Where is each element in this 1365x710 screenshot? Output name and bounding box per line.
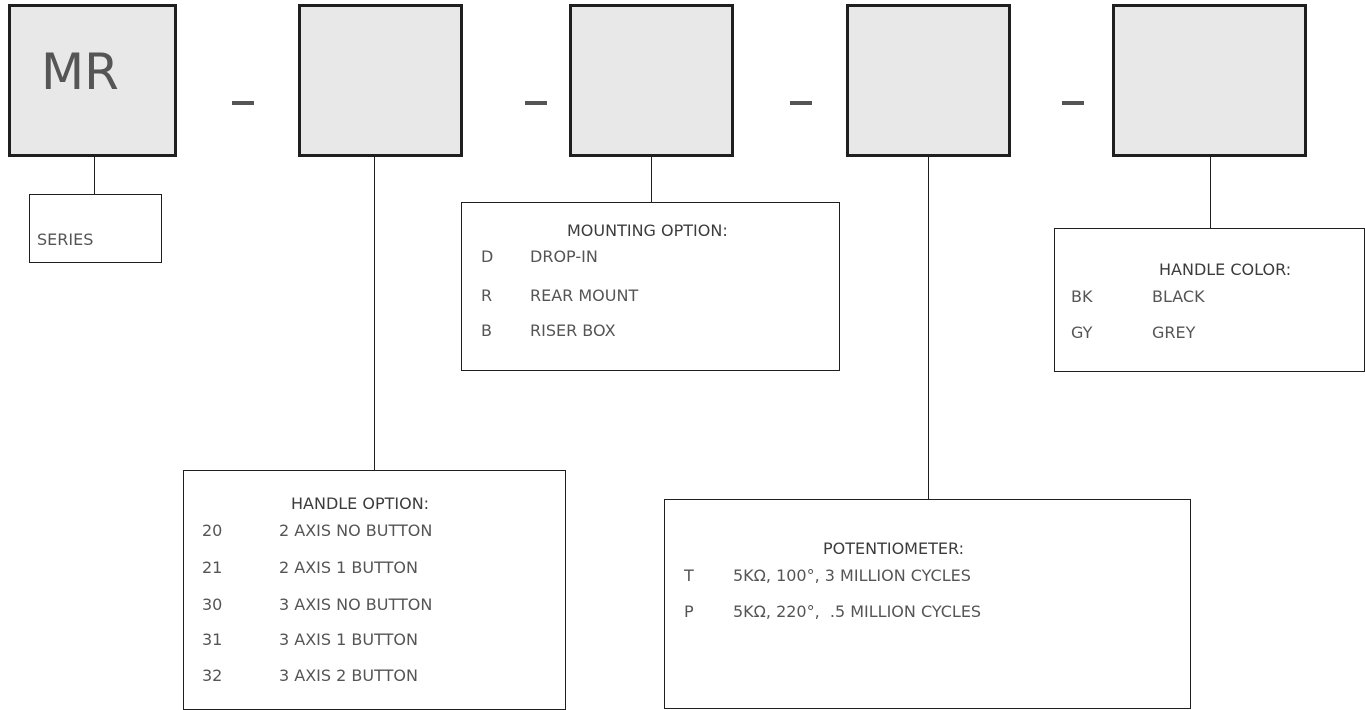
- code-box-potentiometer[interactable]: [846, 4, 1011, 157]
- handle-option-desc: 3 AXIS NO BUTTON: [279, 595, 433, 614]
- mounting-option-code: B: [481, 321, 492, 340]
- separator-dash-3: [790, 101, 812, 105]
- mounting-option-code: D: [481, 247, 494, 266]
- handle-color-desc: GREY: [1152, 323, 1196, 342]
- mounting-option-desc: REAR MOUNT: [530, 286, 639, 305]
- connector-handle-color: [1210, 157, 1211, 228]
- mounting-option-code: R: [481, 286, 493, 305]
- handle-option-desc: 2 AXIS NO BUTTON: [279, 521, 433, 540]
- handle-option-title: HANDLE OPTION:: [291, 494, 430, 513]
- series-prefix: MR: [41, 43, 119, 101]
- mounting-option-box: MOUNTING OPTION: D DROP-IN R REAR MOUNT …: [461, 202, 840, 371]
- handle-option-code: 31: [202, 630, 223, 649]
- series-box: SERIES: [29, 194, 162, 263]
- connector-mounting-option: [651, 157, 652, 202]
- potentiometer-code: T: [684, 566, 694, 585]
- separator-dash-1: [232, 101, 254, 105]
- connector-potentiometer: [928, 157, 929, 499]
- handle-color-desc: BLACK: [1152, 287, 1205, 306]
- code-box-handle-color[interactable]: [1112, 4, 1307, 157]
- handle-option-code: 21: [202, 558, 223, 577]
- handle-option-code: 32: [202, 666, 223, 685]
- handle-option-desc: 3 AXIS 1 BUTTON: [279, 630, 418, 649]
- handle-option-desc: 2 AXIS 1 BUTTON: [279, 558, 418, 577]
- code-box-series: MR: [8, 4, 177, 157]
- mounting-option-desc: RISER BOX: [530, 321, 616, 340]
- handle-option-desc: 3 AXIS 2 BUTTON: [279, 666, 418, 685]
- code-box-handle-option[interactable]: [298, 4, 463, 157]
- separator-dash-2: [525, 101, 547, 105]
- potentiometer-code: P: [684, 602, 694, 621]
- handle-color-code: BK: [1071, 287, 1093, 306]
- connector-handle-option: [374, 157, 375, 470]
- potentiometer-title: POTENTIOMETER:: [823, 539, 964, 558]
- potentiometer-box: POTENTIOMETER: T 5KΩ, 100°, 3 MILLION CY…: [664, 499, 1191, 709]
- series-label: SERIES: [37, 230, 94, 249]
- potentiometer-desc: 5KΩ, 220°, .5 MILLION CYCLES: [733, 602, 982, 621]
- handle-color-box: HANDLE COLOR: BK BLACK GY GREY: [1054, 228, 1365, 372]
- separator-dash-4: [1062, 101, 1084, 105]
- connector-series: [94, 157, 95, 194]
- handle-color-title: HANDLE COLOR:: [1159, 260, 1292, 279]
- mounting-option-desc: DROP-IN: [530, 247, 598, 266]
- code-box-mounting-option[interactable]: [569, 4, 734, 157]
- mounting-option-title: MOUNTING OPTION:: [567, 221, 728, 240]
- potentiometer-desc: 5KΩ, 100°, 3 MILLION CYCLES: [733, 566, 971, 585]
- handle-option-code: 20: [202, 521, 223, 540]
- handle-option-box: HANDLE OPTION: 20 2 AXIS NO BUTTON 21 2 …: [183, 470, 566, 710]
- handle-color-code: GY: [1071, 323, 1093, 342]
- handle-option-code: 30: [202, 595, 223, 614]
